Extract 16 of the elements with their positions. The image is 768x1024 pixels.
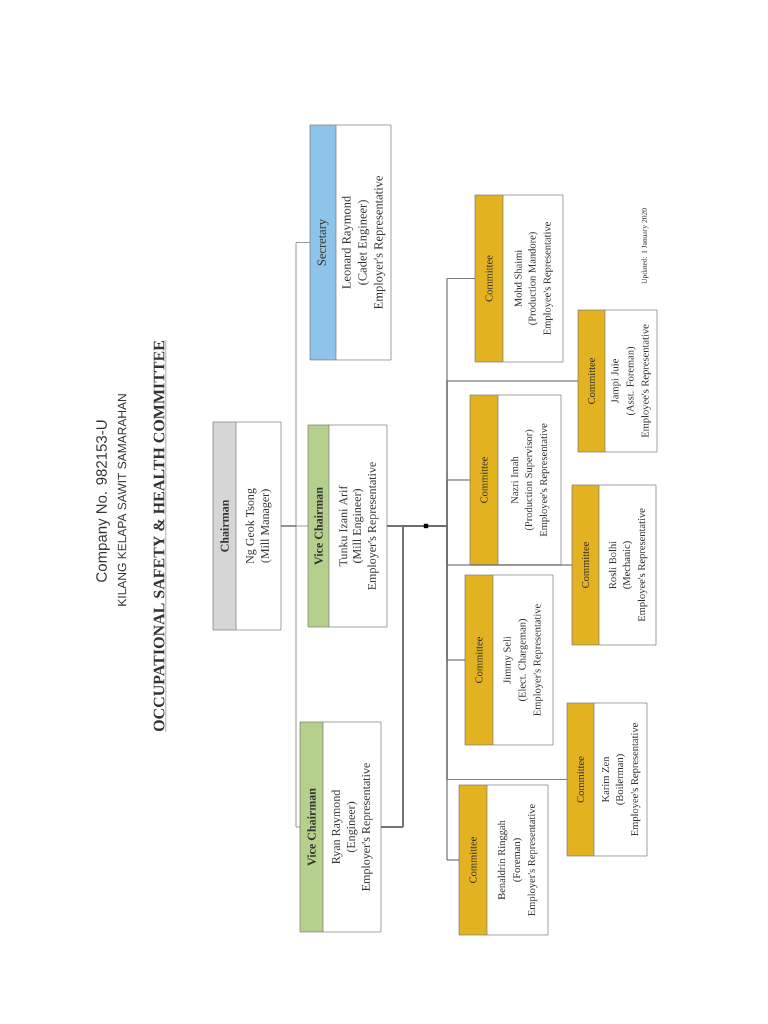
member-box: Committee Rosli Bolhi (Mechanic) Employee's Representative — [571, 484, 657, 646]
member-box: Committee Mohd Shaimi (Production Mandore) Employee's Representative — [474, 194, 564, 363]
member-box: Vice Chairman Tunku Izani Arif (Mill Engineer) Employer's Representative — [307, 424, 388, 628]
member-box: Secretary Leonard Raymond (Cadet Engineer) Employer's Representative — [309, 124, 392, 361]
connector-line — [280, 242, 311, 527]
member-box: Chairman Ng Geok Tsong (Mill Manager) — [212, 421, 282, 631]
chart-title: OCCUPATIONAL SAFETY & HEALTH COMMITTEE — [153, 339, 166, 733]
member-box: Committee Karim Zen (Boilerman) Employee's Representative — [566, 702, 648, 857]
connector-line — [380, 380, 579, 828]
member-box: Vice Chairman Ryan Raymond (Engineer) Employer's Representative — [299, 721, 382, 933]
letterhead-text: KILANG KELAPA SAWIT SAMARAHAN — [117, 394, 127, 606]
member-box: Committee Nazri Imah (Production Supervisor) Employee's Representative — [469, 394, 562, 566]
member-box: Committee Benaldrin Ringgah (Foreman) Employer's Representative — [458, 784, 549, 936]
letterhead-text: Company No. 982153-U — [96, 420, 110, 582]
member-box: Committee Jimmy Seli (Elect. Chargeman) Employer's Representative — [464, 574, 554, 746]
member-box: Committee Jampi Juie (Asst. Foreman) Employee's Representative — [577, 309, 658, 453]
